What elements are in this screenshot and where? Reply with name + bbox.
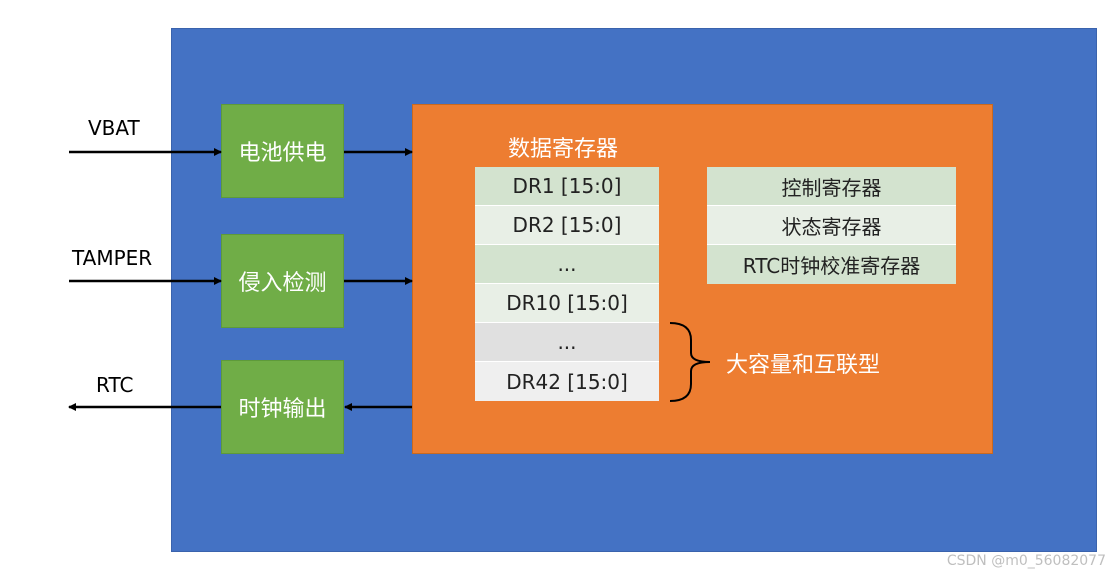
- clock-output-block: 时钟输出: [221, 360, 344, 454]
- curly-brace: [669, 322, 711, 402]
- brace-label: 大容量和互联型: [726, 353, 881, 378]
- data-register-row: DR2 [15:0]: [475, 206, 659, 245]
- tamper-detect-block: 侵入检测: [221, 234, 344, 328]
- data-register-title: 数据寄存器: [508, 137, 619, 162]
- tamper-detect-label: 侵入检测: [238, 271, 327, 296]
- status-register-cell: 状态寄存器: [707, 206, 956, 245]
- data-register-row: ...: [475, 245, 659, 284]
- data-register-row: DR42 [15:0]: [475, 362, 659, 401]
- watermark: CSDN @m0_56082077: [946, 553, 1106, 569]
- rtc-label: RTC: [96, 373, 134, 397]
- tamper-label: TAMPER: [72, 246, 153, 270]
- data-register-row: ...: [475, 323, 659, 362]
- data-register-row: DR1 [15:0]: [475, 167, 659, 206]
- vbat-label: VBAT: [88, 116, 140, 140]
- battery-supply-label: 电池供电: [238, 141, 327, 166]
- control-register-cell: 控制寄存器: [707, 167, 956, 206]
- clock-output-label: 时钟输出: [238, 397, 327, 422]
- data-register-row: DR10 [15:0]: [475, 284, 659, 323]
- calibration-register-cell: RTC时钟校准寄存器: [707, 245, 956, 284]
